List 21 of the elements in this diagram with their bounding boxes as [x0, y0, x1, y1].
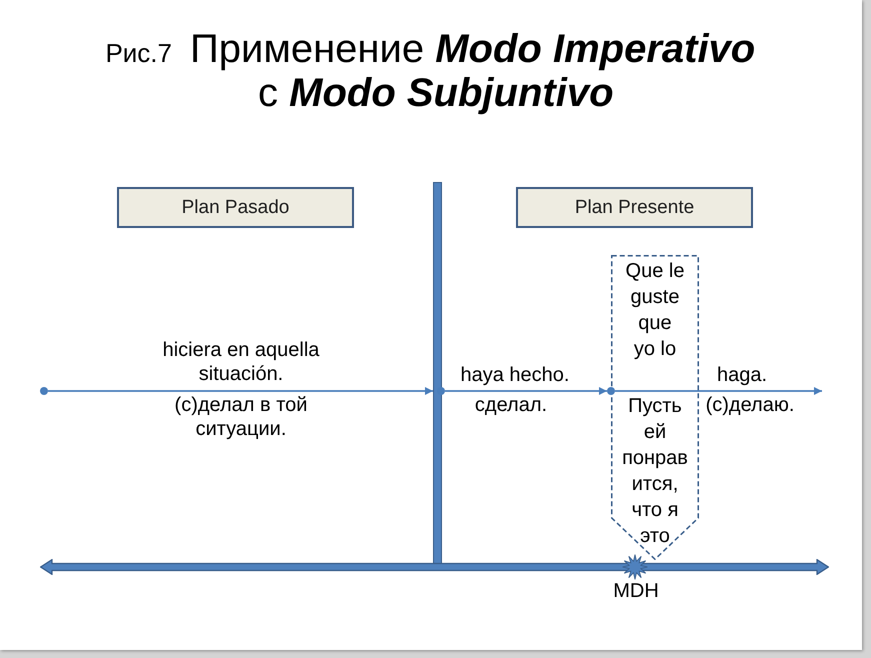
dashed-callout [611, 255, 699, 560]
timeline-arrow [48, 386, 433, 396]
figure-number: Рис.7 [104, 38, 172, 68]
period-box [516, 187, 753, 228]
timeline-arrow [445, 386, 607, 396]
diagram-title: Применение Modo Imperativo с Modo Subjuntivo [190, 27, 756, 115]
event-label: MDH [612, 579, 660, 603]
russian-translation: сделал. [474, 393, 548, 417]
divider-bar [433, 182, 442, 565]
russian-translation: (с)делал в той ситуации. [174, 393, 308, 441]
spanish-phrase: haga. [716, 363, 768, 387]
time-axis [40, 559, 829, 575]
spanish-phrase: Que le guste que yo lo [625, 259, 685, 362]
timeline-arrow [615, 386, 822, 396]
period-title: Plan Presente [574, 196, 694, 218]
russian-translation: Пусть ей понравится, что я это [621, 394, 689, 549]
spanish-phrase: hiciera en aquella situación. [162, 338, 320, 386]
period-box [117, 187, 354, 228]
spanish-phrase: haya hecho. [460, 363, 570, 387]
period-title: Plan Pasado [182, 196, 290, 218]
russian-translation: (с)делаю. [704, 393, 796, 417]
